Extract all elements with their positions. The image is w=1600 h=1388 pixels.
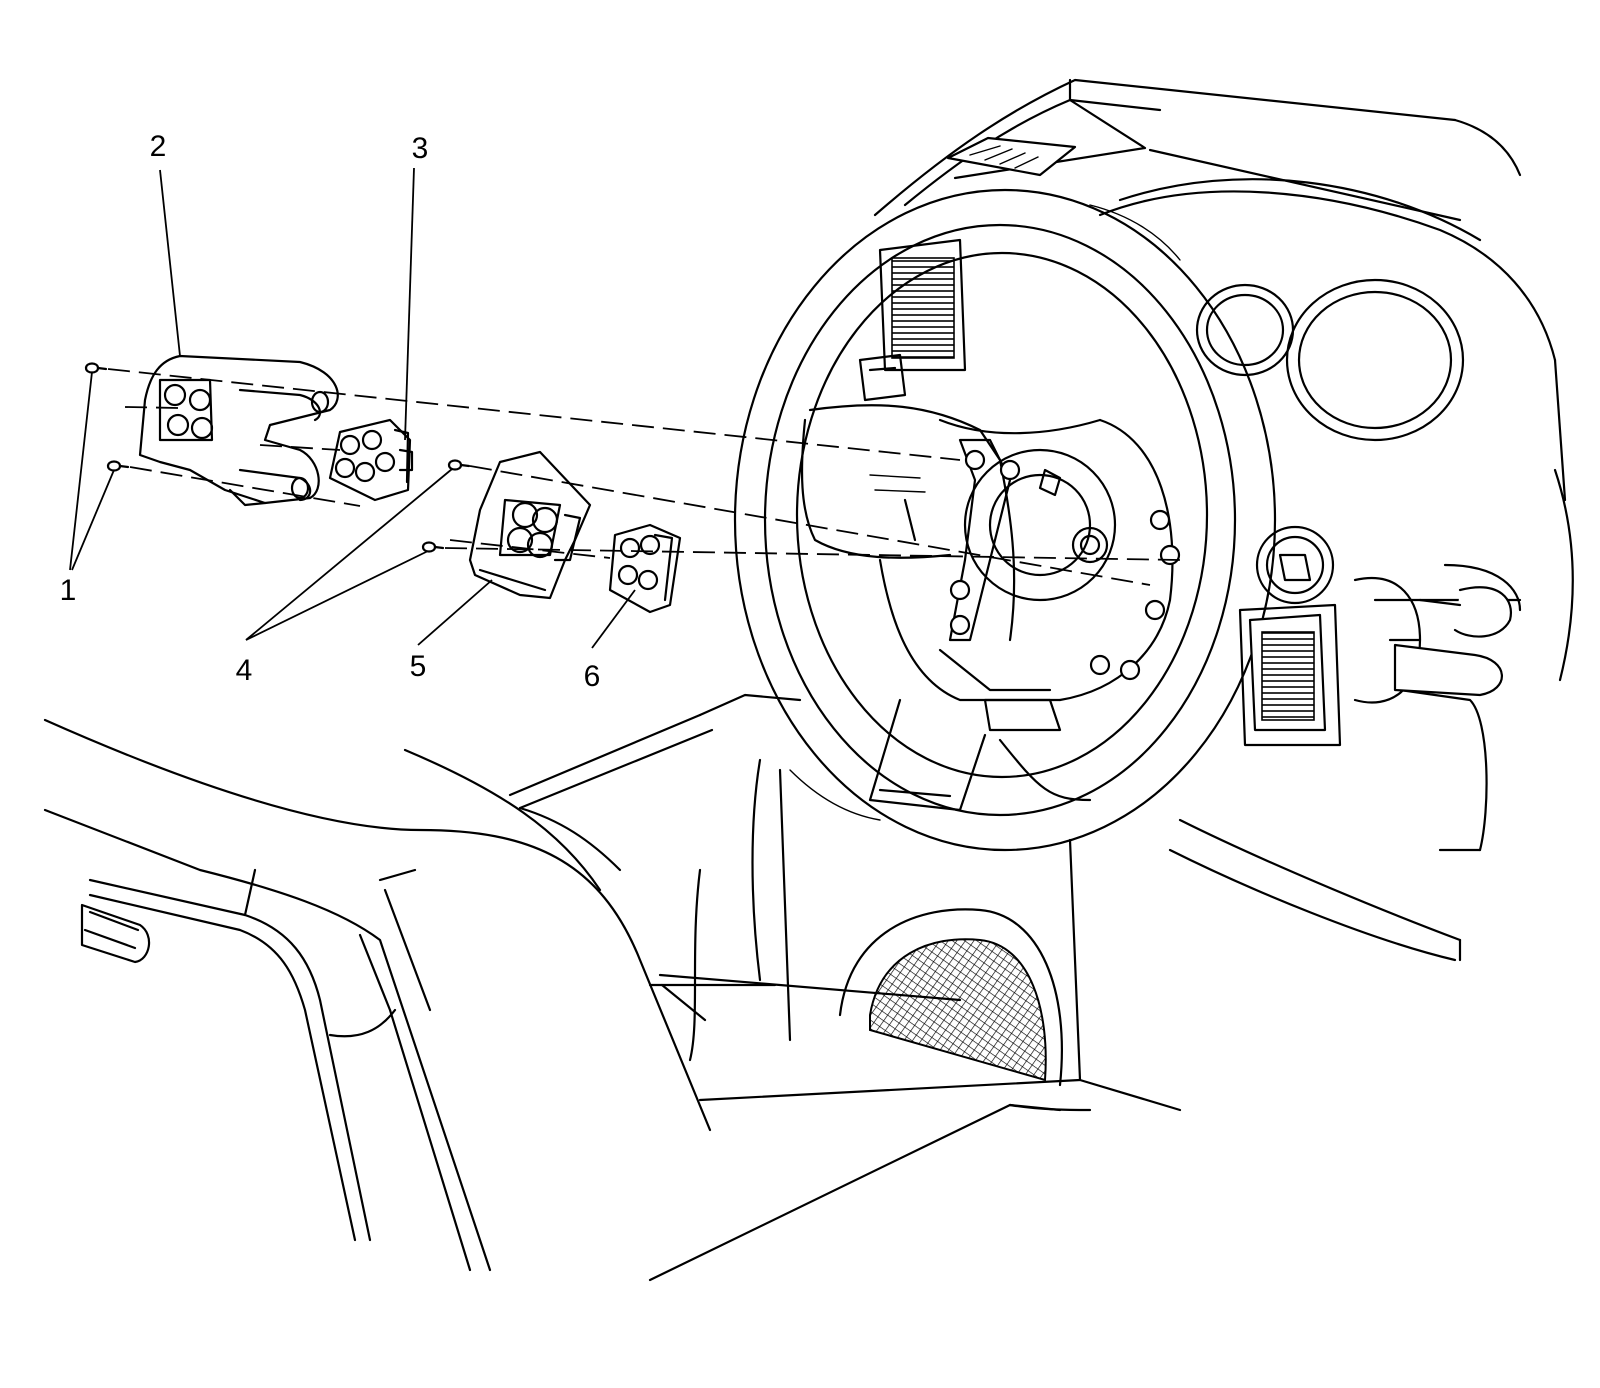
part-1-screws — [84, 362, 130, 472]
foreground-trim — [43, 718, 712, 1272]
part-2-left-switch-bezel — [138, 354, 339, 507]
right-air-vent — [1238, 603, 1342, 747]
steering-wheel-hub — [800, 404, 1181, 732]
speaker-grille — [838, 908, 1063, 1087]
center-console — [508, 693, 1462, 1282]
ignition-and-stalk — [1255, 525, 1512, 704]
part-6-right-switch — [608, 523, 682, 614]
callout-5: 5 — [410, 650, 427, 683]
callout-4: 4 — [236, 654, 253, 687]
defrost-vent — [946, 136, 1077, 177]
callout-labels: 1 2 3 4 5 6 — [60, 130, 601, 693]
callout-1: 1 — [60, 574, 77, 607]
part-5-right-switch-bezel — [468, 450, 592, 600]
part-3-left-switch — [328, 418, 414, 502]
callout-6: 6 — [584, 660, 601, 693]
dashboard — [873, 78, 1574, 852]
alignment-lines — [107, 368, 1181, 586]
callout-3: 3 — [412, 132, 429, 165]
center-air-vent — [878, 238, 967, 372]
steering-wheel — [733, 188, 1277, 852]
instrument-gauges — [1195, 278, 1465, 442]
callout-2: 2 — [150, 130, 167, 163]
leader-lines — [69, 167, 636, 649]
